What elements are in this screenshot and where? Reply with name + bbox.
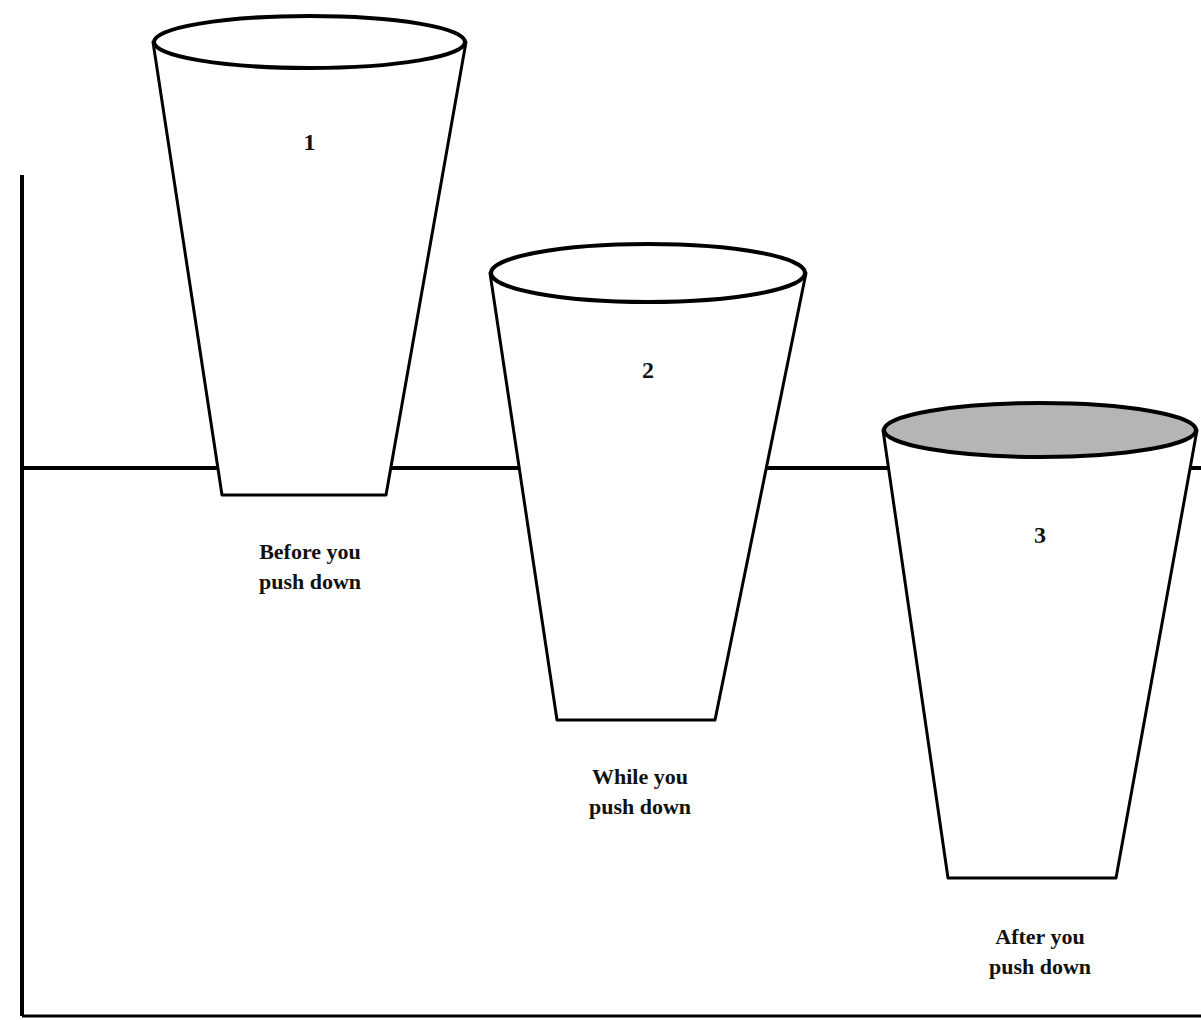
cup-outline [490,243,806,722]
cup-outline [153,15,466,497]
cup: 1 [153,15,466,497]
stage-caption: Before you push down [240,537,380,597]
stage-caption: After you push down [970,922,1110,982]
cup-outline [883,402,1197,880]
cup: 3 [883,402,1197,880]
stage-caption: While you push down [570,762,710,822]
callout-number: 2 [490,358,806,382]
callout-number: 3 [883,523,1197,547]
callout-number: 1 [153,130,466,154]
tank-wall [20,175,24,1016]
tank-floor [22,1015,1201,1018]
cup-side [153,42,466,495]
cup-rim [884,403,1196,457]
cup-rim [154,16,465,68]
cup-side [883,430,1197,878]
cup: 2 [490,243,806,722]
cup-rim [491,244,805,302]
cup-side [490,273,806,720]
